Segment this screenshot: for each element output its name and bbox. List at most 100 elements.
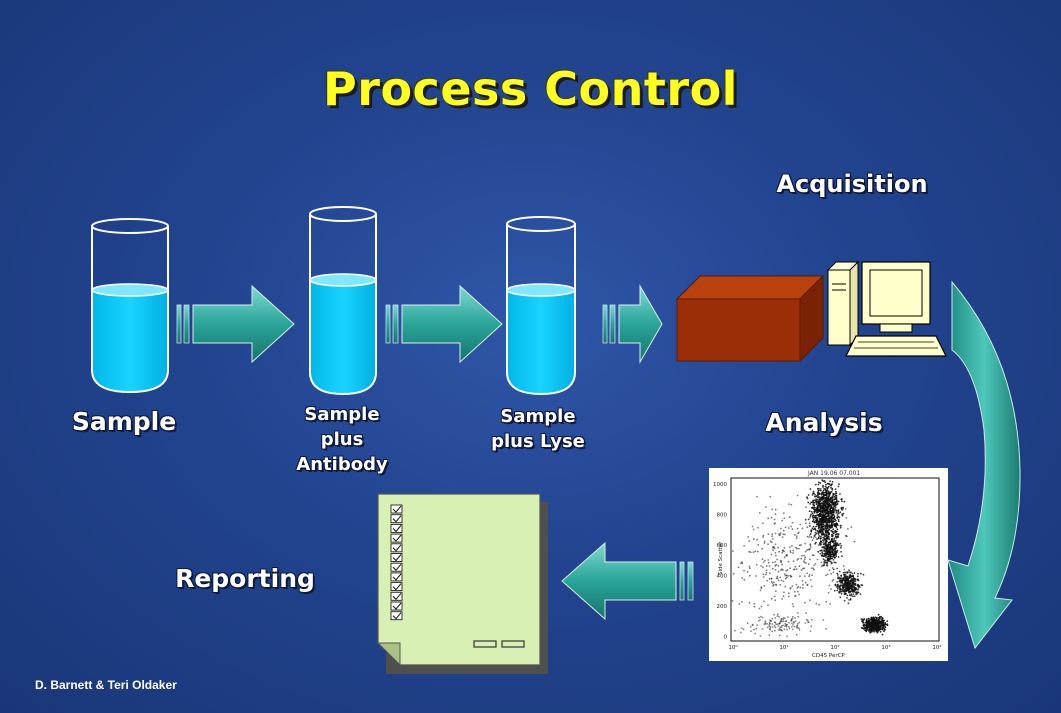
scatter-dot [813, 508, 815, 510]
scatter-dot [833, 544, 835, 547]
scatter-dot [849, 587, 852, 590]
scatter-dot [801, 587, 804, 589]
scatter-dot [827, 550, 830, 553]
scatter-dot [832, 517, 834, 520]
scatter-dot [802, 567, 804, 570]
scatter-dot [798, 621, 801, 624]
scatter-dot [786, 553, 788, 556]
scatter-dot [781, 551, 784, 554]
scatter-dot [886, 620, 889, 622]
scatter-dot [860, 627, 863, 629]
scatter-dot [788, 516, 791, 519]
scatter-dot [856, 575, 859, 578]
scatter-dot [826, 564, 828, 566]
scatter-dot [784, 577, 787, 580]
scatter-dot [812, 554, 815, 557]
scatter-dot [810, 510, 813, 513]
scatter-dot [738, 603, 741, 605]
scatter-dot [811, 494, 814, 496]
scatter-dot [836, 517, 839, 519]
scatter-dot [823, 480, 826, 482]
scatter-dot [833, 520, 836, 523]
scatter-dot [825, 561, 828, 564]
scatter-dot [788, 503, 790, 505]
scatter-dot [825, 525, 828, 528]
scatter-dot [872, 616, 875, 619]
scatter-dot [780, 624, 783, 627]
arrow-icon-1 [176, 284, 295, 364]
scatter-dot [831, 567, 834, 569]
scatter-dot [768, 577, 771, 580]
y-tick-label: 800 [717, 513, 728, 519]
scatter-dot [825, 628, 827, 630]
scatter-dot [804, 622, 807, 624]
scatter-dot [824, 524, 826, 527]
scatter-dot [836, 589, 839, 592]
scatter-dot [816, 514, 818, 517]
scatter-dot [771, 618, 774, 620]
scatter-dot [827, 518, 830, 520]
scatter-dot [757, 543, 760, 546]
scatter-dot [838, 585, 840, 588]
scatter-dot [840, 575, 842, 577]
scatter-dot [843, 599, 846, 602]
scatter-dot [824, 505, 827, 507]
scatter-dot [834, 503, 837, 505]
scatter-dot [867, 617, 870, 620]
scatter-dot [826, 527, 829, 529]
scatter-dot [743, 578, 746, 581]
scatter-dot [831, 481, 834, 483]
scatter-dot [850, 593, 853, 596]
scatter-dot [825, 490, 828, 492]
scatter-dot [835, 512, 838, 514]
scatter-dot [825, 509, 828, 512]
scatter-dot [810, 567, 813, 569]
scatter-dot [818, 527, 820, 529]
scatter-dot [868, 630, 870, 632]
scatter-dot [834, 506, 837, 509]
scatter-dot [823, 542, 826, 545]
scatter-dot [827, 510, 830, 513]
scatter-dot [835, 542, 838, 544]
scatter-dot [826, 559, 829, 561]
scatter-dot [741, 561, 743, 564]
scatter-dot [819, 488, 822, 490]
scatter-dot [811, 512, 814, 515]
scatter-dot [739, 631, 742, 634]
scatter-dot [878, 625, 881, 628]
scatter-dot [763, 585, 766, 587]
scatter-dot [807, 501, 810, 504]
scatter-dot [794, 595, 796, 597]
scatter-dot [815, 511, 818, 514]
scatter-dot [804, 550, 807, 553]
scatter-dot [798, 565, 801, 568]
scatter-dot [826, 511, 829, 514]
scatter-dot [760, 586, 763, 588]
scatter-dot [841, 578, 843, 581]
scatter-dot [831, 524, 834, 527]
scatter-dot [817, 531, 820, 534]
label-sample: Sample [71, 407, 177, 436]
scatter-dot [834, 488, 837, 491]
scatter-dot [830, 523, 833, 525]
scatter-dot [781, 519, 784, 522]
scatter-dot [757, 526, 759, 529]
scatter-dot [836, 574, 839, 576]
scatter-dot [843, 582, 846, 585]
scatter-dot [810, 618, 813, 621]
scatter-dot [759, 589, 762, 592]
scatter-dot [782, 580, 785, 583]
scatter-dot [820, 493, 823, 496]
scatter-dot [785, 569, 788, 572]
scatter-dot [817, 536, 820, 539]
scatter-dot [831, 487, 834, 490]
scatter-dot [783, 547, 786, 549]
scatter-dot [813, 501, 815, 504]
report-checkmark [392, 505, 402, 513]
scatter-dot [839, 596, 842, 599]
scatter-dot [756, 495, 758, 498]
scatter-dot [833, 561, 836, 564]
scatter-dot [839, 542, 842, 545]
scatter-dot [821, 554, 824, 556]
